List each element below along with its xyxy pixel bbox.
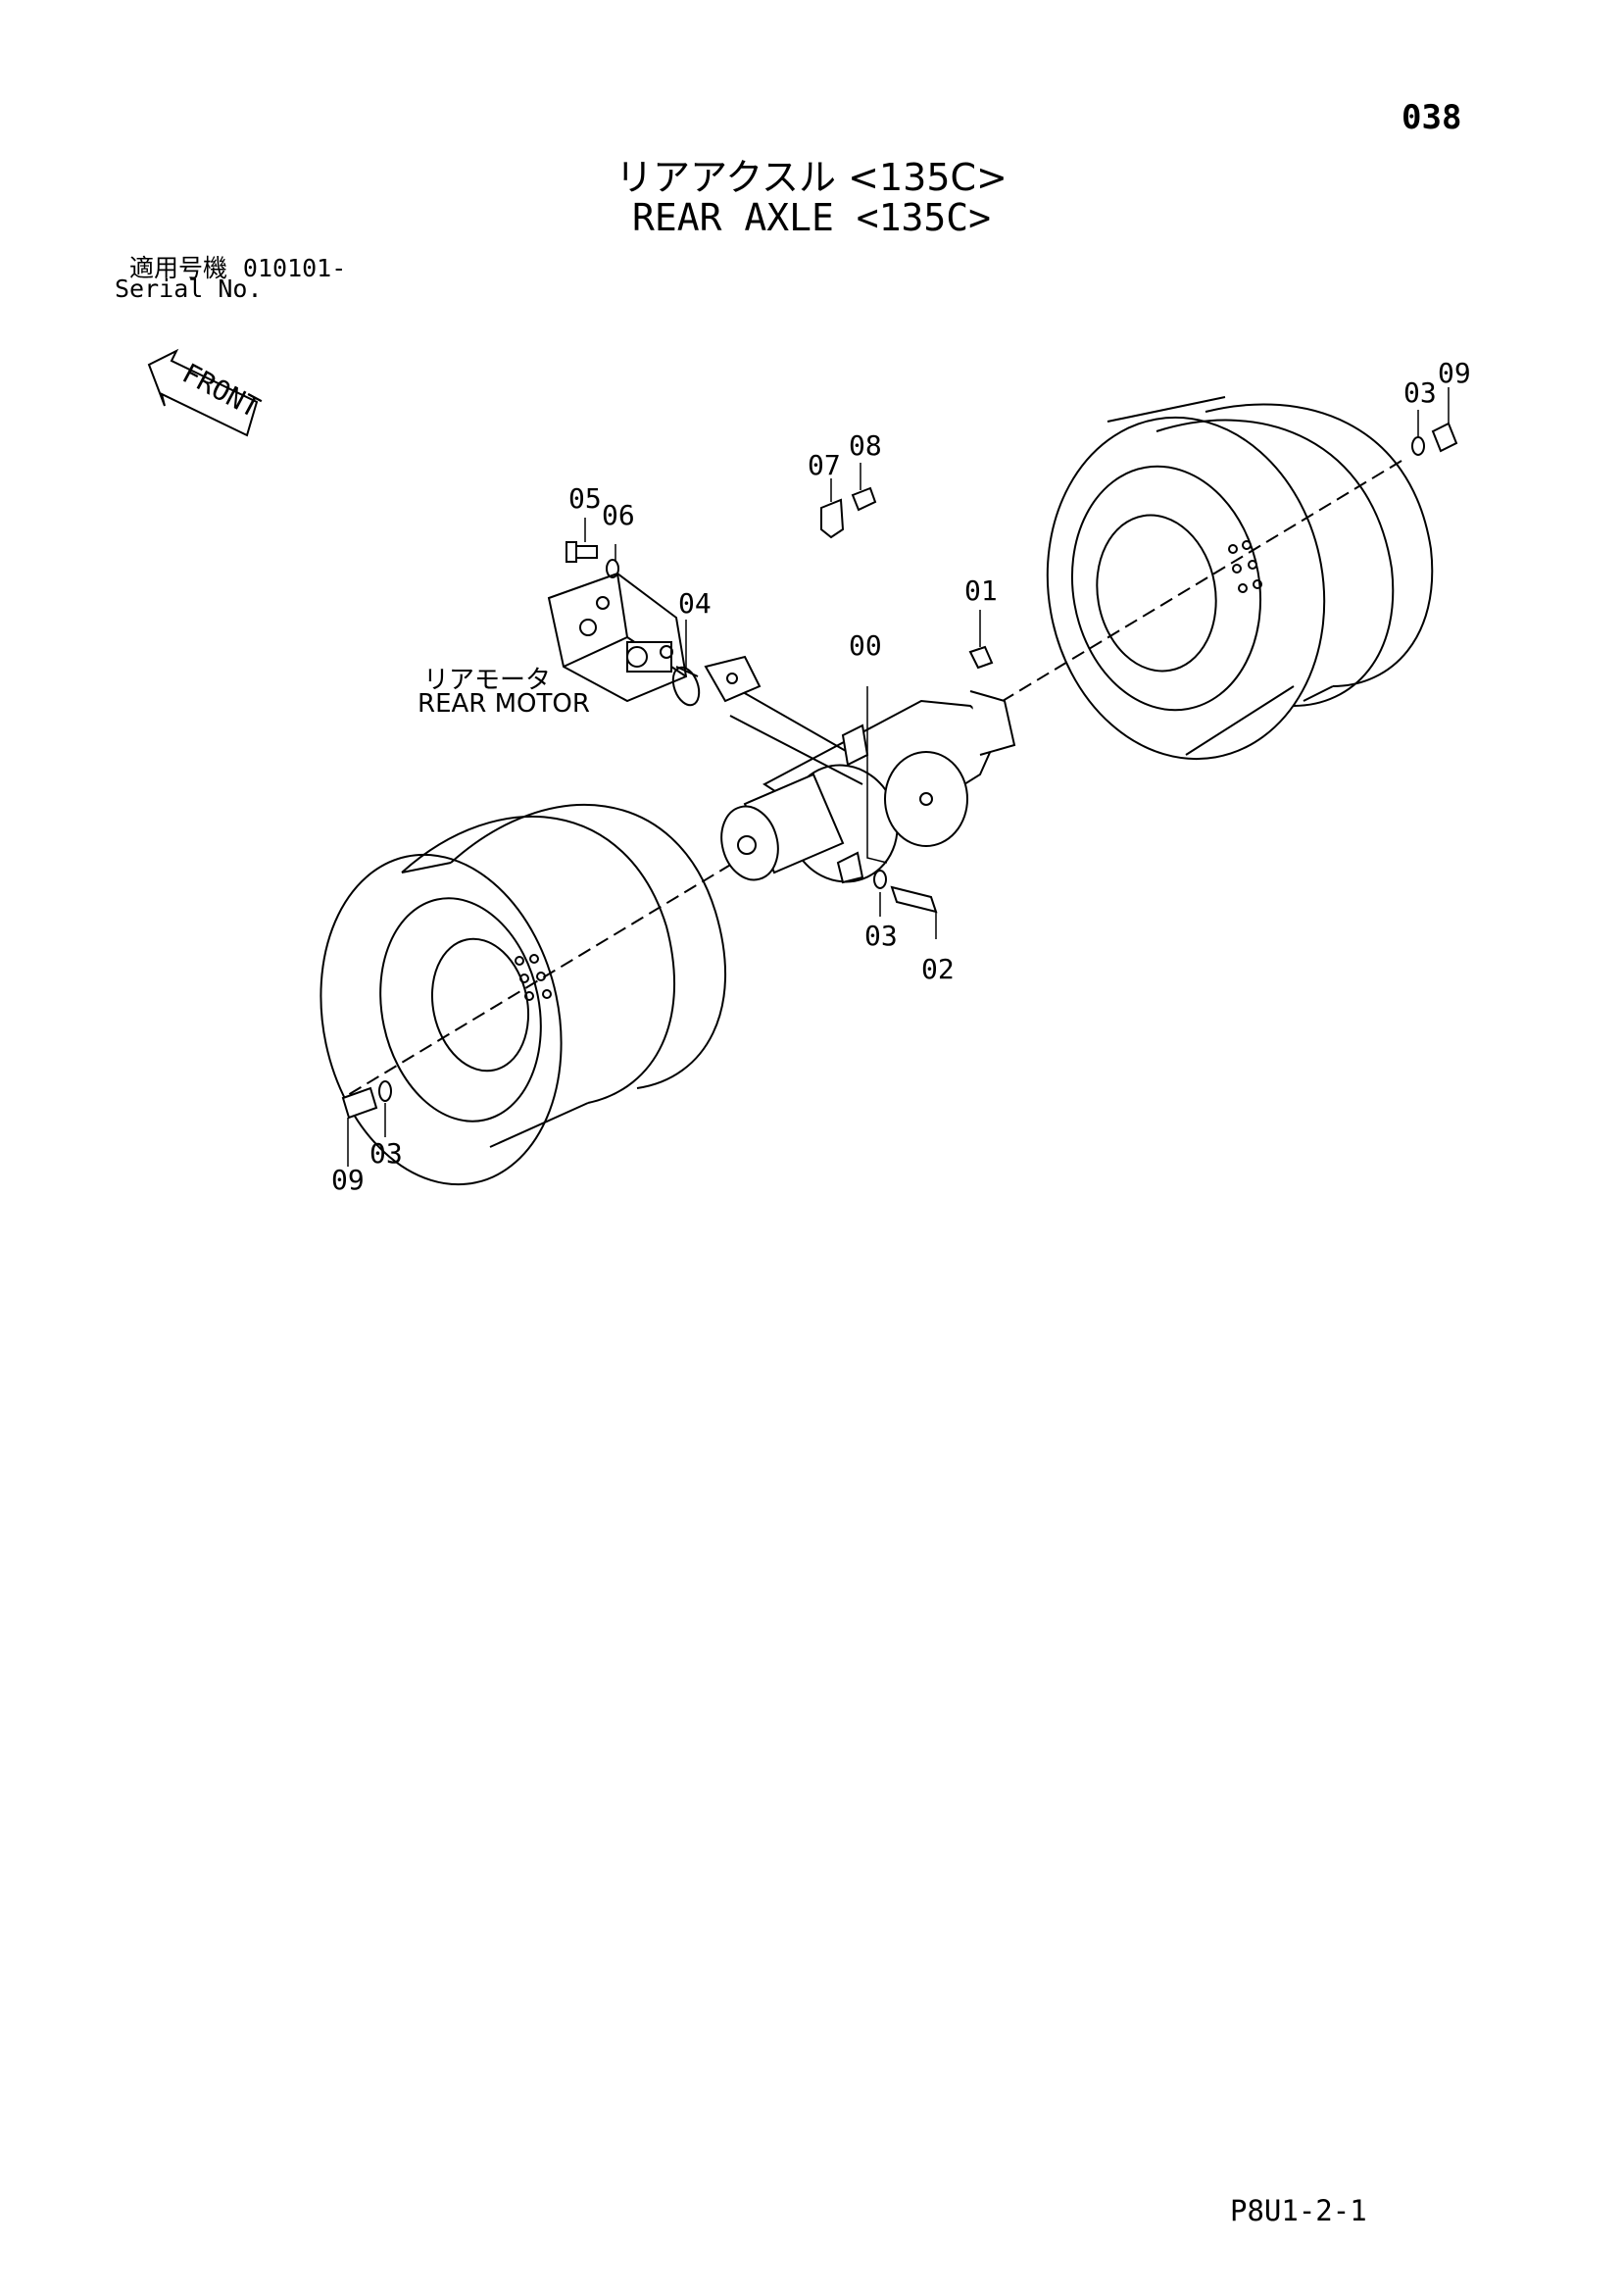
serial-value: 010101- xyxy=(242,254,347,282)
washer-06 xyxy=(606,559,619,578)
callout-02: 02 xyxy=(921,953,955,985)
o-ring xyxy=(671,666,701,707)
callout-09-left: 09 xyxy=(331,1164,365,1196)
rear-motor xyxy=(547,572,699,703)
title-english: REAR AXLE <135C> xyxy=(631,196,992,239)
bolt-09-left xyxy=(341,1086,378,1120)
left-wheel xyxy=(320,803,726,1186)
bolt-05 xyxy=(566,541,598,563)
bolt-09-right xyxy=(1431,422,1458,453)
callout-06: 06 xyxy=(602,499,635,531)
callout-00: 00 xyxy=(849,629,882,662)
bracket-07 xyxy=(820,498,845,539)
page-number: 038 xyxy=(1402,98,1462,137)
serial-line: 適用号機 010101- xyxy=(129,249,346,284)
callout-01: 01 xyxy=(964,574,998,607)
breather-01 xyxy=(968,645,994,670)
bolt-08 xyxy=(851,486,877,512)
rear-motor-label-en: REAR MOTOR xyxy=(418,689,590,719)
serial-label-en: Serial No. xyxy=(115,275,263,303)
callout-09-right: 09 xyxy=(1438,357,1471,389)
callout-03-center: 03 xyxy=(864,920,898,952)
callout-04: 04 xyxy=(678,587,712,620)
title-japanese: リアアクスル <135C> xyxy=(615,156,1008,199)
drawing-code: P8U1-2-1 xyxy=(1230,2194,1367,2227)
washer-03-right xyxy=(1411,436,1425,456)
callout-07: 07 xyxy=(808,449,841,481)
rear-motor-label-jp: リアモータ xyxy=(423,666,552,695)
callout-labels: 00 01 02 03 04 05 06 07 08 03 09 09 03 xyxy=(331,357,1471,1196)
bolt-02 xyxy=(890,885,938,914)
callout-05: 05 xyxy=(568,482,602,515)
leader-lines xyxy=(347,387,1450,1167)
right-wheel xyxy=(1046,396,1434,761)
callout-08: 08 xyxy=(849,429,882,462)
serial-label-jp: 適用号機 xyxy=(129,254,228,282)
callout-03-left: 03 xyxy=(369,1137,403,1170)
callout-03-right: 03 xyxy=(1403,376,1437,409)
axle-housing xyxy=(704,655,1016,884)
front-arrow-icon: FRONT xyxy=(147,348,266,437)
washer-03-center xyxy=(873,870,887,889)
washer-03-left xyxy=(378,1080,392,1102)
